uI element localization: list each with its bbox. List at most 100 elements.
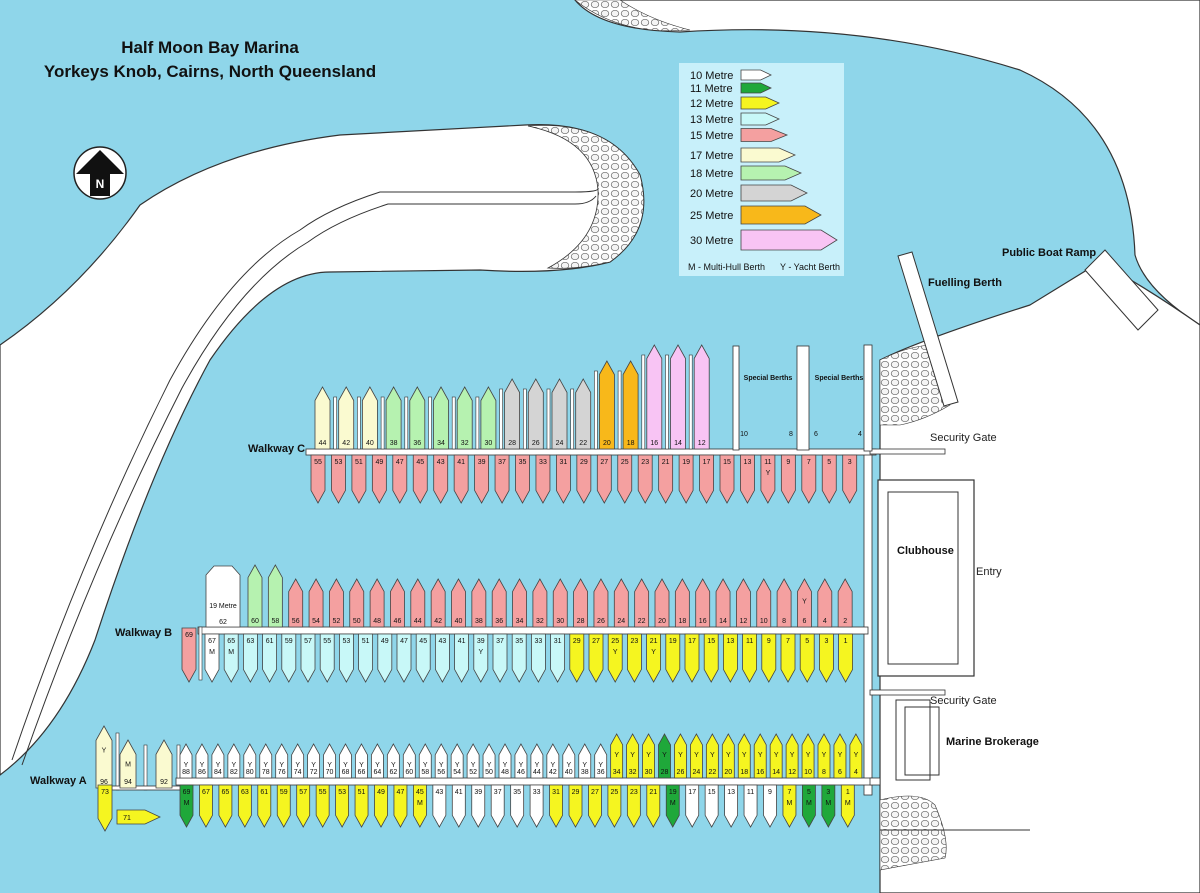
- berth-a-38[interactable]: Y38: [578, 743, 592, 779]
- berth-a-s-11[interactable]: 11: [743, 784, 758, 828]
- berth-a-24[interactable]: Y24: [690, 733, 703, 779]
- berth-b-28[interactable]: 28: [573, 578, 588, 628]
- berth-b-s-51[interactable]: 51: [358, 633, 373, 683]
- berth-a-52[interactable]: Y52: [466, 743, 480, 779]
- berth-c-42[interactable]: 42: [338, 386, 355, 450]
- berth-a-s-31[interactable]: 31: [549, 784, 563, 828]
- berth-c-38[interactable]: 38: [385, 386, 402, 450]
- berth-a-s-61[interactable]: 61: [257, 784, 272, 828]
- berth-a-s-9[interactable]: 9: [763, 784, 777, 828]
- berth-c-40[interactable]: 40: [362, 386, 378, 450]
- berth-a-50[interactable]: Y50: [482, 743, 496, 779]
- berth-b-s-45[interactable]: 45: [415, 633, 431, 683]
- berth-a-46[interactable]: Y46: [514, 743, 528, 779]
- berth-c-35[interactable]: 35: [515, 454, 530, 504]
- berth-a-s-51[interactable]: 51: [354, 784, 369, 828]
- berth-c-20[interactable]: 20: [599, 360, 615, 450]
- berth-b-s-67[interactable]: 67M: [204, 633, 220, 683]
- berth-b-s-23[interactable]: 23: [627, 633, 642, 683]
- berth-a-22[interactable]: Y22: [705, 733, 719, 779]
- berth-b-16[interactable]: 16: [695, 578, 711, 628]
- berth-c-44[interactable]: 44: [314, 386, 331, 450]
- berth-a-82[interactable]: Y82: [227, 743, 241, 779]
- berth-b-s-41[interactable]: 41: [454, 633, 469, 683]
- berth-b-s-7[interactable]: 7: [780, 633, 796, 683]
- berth-a-s-63[interactable]: 63: [237, 784, 252, 828]
- berth-b-46[interactable]: 46: [390, 578, 405, 628]
- berth-a-44[interactable]: Y44: [530, 743, 544, 779]
- berth-a-60[interactable]: Y60: [402, 743, 416, 779]
- berth-c-23[interactable]: 23: [637, 454, 653, 504]
- berth-a-76[interactable]: Y76: [275, 743, 289, 779]
- berth-c-16[interactable]: 16: [646, 344, 663, 450]
- berth-a-s-19[interactable]: 19M: [665, 784, 680, 828]
- berth-b-30[interactable]: 30: [552, 578, 568, 628]
- berth-a-92[interactable]: 92: [155, 739, 173, 789]
- berth-a-s-29[interactable]: 29: [568, 784, 583, 828]
- berth-b-s-9[interactable]: 9: [761, 633, 777, 683]
- berth-c-43[interactable]: 43: [433, 454, 449, 504]
- berth-c-41[interactable]: 41: [453, 454, 469, 504]
- berth-b-s-43[interactable]: 43: [435, 633, 450, 683]
- berth-b-54[interactable]: 54: [308, 578, 324, 628]
- berth-c-25[interactable]: 25: [617, 454, 633, 504]
- berth-a-s-7[interactable]: 7M: [782, 784, 797, 828]
- berth-a-58[interactable]: Y58: [418, 743, 432, 779]
- berth-c-36[interactable]: 36: [409, 386, 426, 450]
- berth-b-s-35[interactable]: 35: [511, 633, 527, 683]
- berth-c-26[interactable]: 26: [527, 378, 544, 450]
- berth-c-53[interactable]: 53: [331, 454, 346, 504]
- berth-b-50[interactable]: 50: [349, 578, 365, 628]
- berth-c-13[interactable]: 13: [740, 454, 755, 504]
- berth-b-s-59[interactable]: 59: [281, 633, 297, 683]
- berth-a-42[interactable]: Y42: [546, 743, 560, 779]
- berth-b-s-61[interactable]: 61: [262, 633, 277, 683]
- berth-a-s-69[interactable]: 69M: [179, 784, 194, 828]
- berth-b-s-3[interactable]: 3: [819, 633, 834, 683]
- berth-b-s-17[interactable]: 17: [684, 633, 700, 683]
- berth-b-40[interactable]: 40: [451, 578, 466, 628]
- berth-a-74[interactable]: Y74: [291, 743, 305, 779]
- berth-a-78[interactable]: Y78: [259, 743, 273, 779]
- berth-a-s-47[interactable]: 47: [393, 784, 408, 828]
- berth-c-19[interactable]: 19: [678, 454, 694, 504]
- berth-a-28[interactable]: Y28: [658, 733, 671, 779]
- berth-c-34[interactable]: 34: [433, 386, 449, 450]
- berth-b-s-29[interactable]: 29: [569, 633, 585, 683]
- berth-a-s-21[interactable]: 21: [646, 784, 661, 828]
- berth-a-36[interactable]: Y36: [594, 743, 608, 779]
- berth-a-40[interactable]: Y40: [562, 743, 576, 779]
- berth-b-32[interactable]: 32: [532, 578, 548, 628]
- berth-a-4[interactable]: Y4: [849, 733, 863, 779]
- berth-a-71[interactable]: 71: [116, 809, 161, 825]
- berth-a-s-25[interactable]: 25: [607, 784, 622, 828]
- berth-c-45[interactable]: 45: [412, 454, 428, 504]
- berth-b-s-57[interactable]: 57: [300, 633, 316, 683]
- berth-a-26[interactable]: Y26: [674, 733, 687, 779]
- berth-c-27[interactable]: 27: [596, 454, 612, 504]
- berth-a-48[interactable]: Y48: [498, 743, 512, 779]
- berth-c-30[interactable]: 30: [480, 386, 497, 450]
- berth-c-21[interactable]: 21: [658, 454, 674, 504]
- berth-b-6[interactable]: Y6: [797, 578, 812, 628]
- berth-b-s-65[interactable]: 65M: [223, 633, 239, 683]
- berth-a-16[interactable]: Y16: [753, 733, 767, 779]
- berth-a-32[interactable]: Y32: [626, 733, 639, 779]
- berth-b-18[interactable]: 18: [674, 578, 690, 628]
- berth-b-2[interactable]: 2: [837, 578, 853, 628]
- berth-c-12[interactable]: 12: [693, 344, 710, 450]
- berth-c-14[interactable]: 14: [670, 344, 686, 450]
- berth-a-84[interactable]: Y84: [211, 743, 225, 779]
- berth-c-51[interactable]: 51: [351, 454, 367, 504]
- berth-c-11[interactable]: 11Y: [760, 454, 776, 504]
- berth-a-s-3[interactable]: 3M: [821, 784, 836, 828]
- berth-c-18[interactable]: 18: [622, 360, 639, 450]
- berth-b-10[interactable]: 10: [756, 578, 772, 628]
- berth-a-s-5[interactable]: 5M: [802, 784, 816, 828]
- berth-a-s-59[interactable]: 59: [276, 784, 291, 828]
- berth-c-47[interactable]: 47: [392, 454, 408, 504]
- berth-b-s-33[interactable]: 33: [531, 633, 546, 683]
- berth-b-s-55[interactable]: 55: [319, 633, 335, 683]
- berth-c-49[interactable]: 49: [371, 454, 387, 504]
- berth-b-s-19[interactable]: 19: [665, 633, 681, 683]
